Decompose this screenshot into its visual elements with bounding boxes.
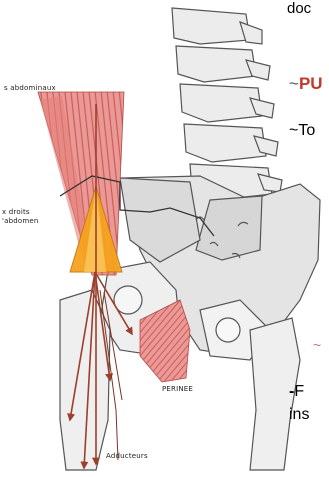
heading-fragment: ~PU — [289, 74, 323, 94]
text-fragment-line4: ins — [289, 406, 309, 424]
heading-text: PU — [299, 74, 323, 93]
label-perinee: PERINEE — [162, 385, 193, 393]
text-fragment-line2: ~To — [289, 122, 315, 140]
label-adducteurs: Adducteurs — [106, 452, 148, 460]
label-droits-abdomen-line2: 'abdomen — [2, 217, 39, 225]
text-fragment-top: doc — [287, 0, 311, 17]
text-fragment-line3: -F — [289, 383, 304, 401]
label-droits-abdomen-line1: x droits — [2, 208, 30, 216]
text-fragment-dash: ~ — [313, 337, 321, 353]
lumbar-spine — [172, 8, 282, 200]
text-line3: F — [294, 383, 304, 400]
heading-tilde: ~ — [289, 74, 299, 93]
label-abdominaux: s abdominaux — [4, 84, 56, 92]
